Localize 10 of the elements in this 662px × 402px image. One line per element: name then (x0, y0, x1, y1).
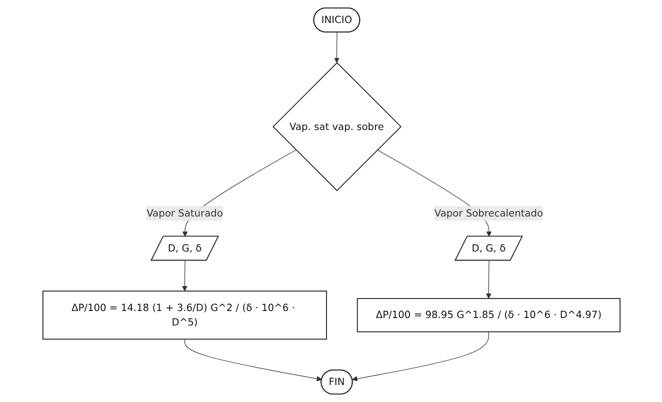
node-box: ΔP/100 = 14.18 (1 + 3.6/D) G^2 / (δ · 10^6 · D^5) (42, 290, 326, 340)
node-box: ΔP/100 = 98.95 G^1.85 / (δ · 10^6 · D^4.97) (356, 298, 620, 332)
edge-label: Vapor Saturado (146, 207, 222, 219)
arrow (352, 331, 489, 382)
edge-label: Vapor Sobrecalentado (434, 207, 543, 219)
arrow (486, 260, 491, 299)
arrow (184, 338, 322, 382)
node-diamond: Vap. sat vap. sobre (272, 62, 402, 192)
arrow (334, 32, 339, 64)
arrow (182, 260, 187, 292)
